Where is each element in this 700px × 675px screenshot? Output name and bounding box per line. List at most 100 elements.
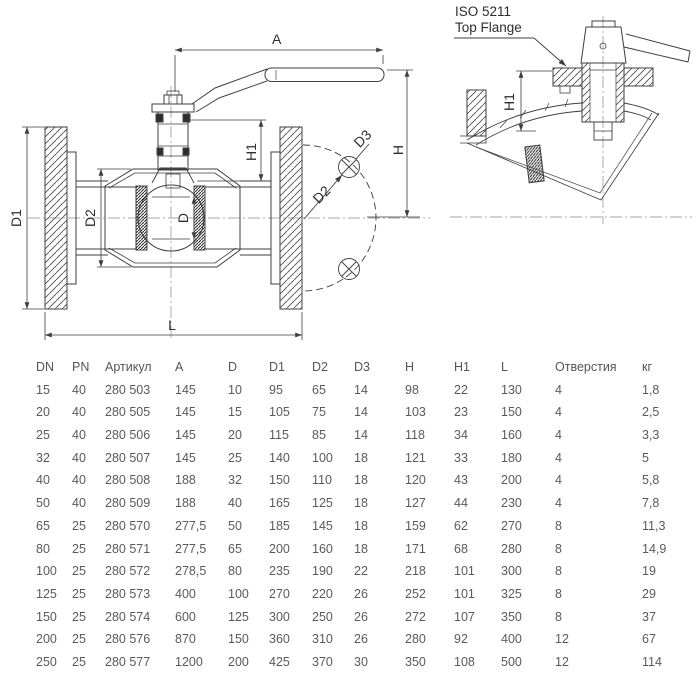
- table-cell: 145: [175, 428, 196, 443]
- table-cell: 200: [501, 473, 522, 488]
- table-cell: 50: [36, 496, 50, 511]
- table-cell: 40: [72, 382, 86, 397]
- table-cell: 200: [36, 632, 57, 647]
- table-cell: 80: [228, 564, 242, 579]
- table-cell: 120: [405, 473, 426, 488]
- left-flange: [44, 126, 77, 310]
- table-cell: 11,3: [642, 518, 666, 533]
- table-cell: 280 570: [105, 518, 151, 533]
- table-cell: 280 506: [105, 428, 151, 443]
- dim-l: [44, 312, 303, 340]
- table-cell: 145: [175, 382, 196, 397]
- table-cell: 18: [354, 518, 368, 533]
- table-cell: 1,8: [642, 382, 660, 397]
- detail-body-dome: [466, 98, 660, 146]
- centerlines: [28, 16, 692, 341]
- table-cell: 127: [405, 496, 426, 511]
- table-cell: 43: [454, 473, 468, 488]
- table-cell: 280 576: [105, 632, 151, 647]
- table-cell: 18: [354, 496, 368, 511]
- table-cell: 25: [36, 428, 50, 443]
- column-header-0: DN: [36, 360, 55, 374]
- table-cell: 171: [405, 541, 426, 556]
- table-cell: 15: [228, 405, 242, 420]
- table-cell: 65: [36, 518, 50, 533]
- table-cell: 40: [228, 496, 242, 511]
- dim-a: [174, 47, 384, 92]
- table-cell: 37: [642, 609, 656, 624]
- table-cell: 25: [72, 632, 86, 647]
- dim-label-l: L: [168, 317, 176, 333]
- table-cell: 8: [555, 541, 562, 556]
- dim-label-d2-bolt-circle: D2: [309, 182, 333, 206]
- table-cell: 18: [354, 473, 368, 488]
- table-cell: 200: [269, 541, 290, 556]
- table-cell: 29: [642, 586, 656, 601]
- detail-dim-h1: [516, 70, 552, 132]
- table-cell: 5: [642, 450, 649, 465]
- table-cell: 14: [354, 382, 368, 397]
- table-cell: 159: [405, 518, 426, 533]
- table-cell: 4: [555, 428, 562, 443]
- table-cell: 280 507: [105, 450, 151, 465]
- table-cell: 85: [312, 428, 326, 443]
- table-cell: 19: [642, 564, 656, 579]
- dim-d2-body: [97, 168, 131, 268]
- table-cell: 25: [72, 586, 86, 601]
- column-header-2: Артикул: [105, 360, 152, 374]
- table-cell: 95: [269, 382, 283, 397]
- table-cell: 272: [405, 609, 426, 624]
- table-cell: 8: [555, 609, 562, 624]
- table-cell: 125: [228, 609, 249, 624]
- table-cell: 4: [555, 473, 562, 488]
- table-cell: 1200: [175, 654, 203, 669]
- table-cell: 107: [454, 609, 475, 624]
- table-cell: 350: [405, 654, 426, 669]
- table-cell: 280 572: [105, 564, 151, 579]
- table-cell: 101: [454, 564, 475, 579]
- table-cell: 3,3: [642, 428, 660, 443]
- table-cell: 62: [454, 518, 468, 533]
- table-cell: 44: [454, 496, 468, 511]
- table-cell: 40: [72, 450, 86, 465]
- table-cell: 145: [175, 450, 196, 465]
- table-cell: 200: [228, 654, 249, 669]
- table-cell: 20: [228, 428, 242, 443]
- table-cell: 360: [269, 632, 290, 647]
- table-cell: 33: [454, 450, 468, 465]
- bolt-hole-bottom-icon: [338, 258, 360, 280]
- table-cell: 92: [454, 632, 468, 647]
- table-cell: 4: [555, 496, 562, 511]
- table-cell: 22: [354, 564, 368, 579]
- dim-label-d3: D3: [350, 126, 374, 150]
- column-header-10: L: [501, 360, 508, 374]
- dim-h1: [191, 119, 266, 182]
- table-cell: 300: [269, 609, 290, 624]
- table-cell: 500: [501, 654, 522, 669]
- table-cell: 108: [454, 654, 475, 669]
- table-cell: 280: [501, 541, 522, 556]
- table-cell: 180: [501, 450, 522, 465]
- column-header-6: D2: [312, 360, 328, 374]
- table-cell: 67: [642, 632, 656, 647]
- table-cell: 8: [555, 564, 562, 579]
- table-cell: 280 571: [105, 541, 151, 556]
- main-valve-view: [44, 67, 385, 310]
- table-cell: 188: [175, 496, 196, 511]
- table-cell: 10: [228, 382, 242, 397]
- table-cell: 114: [642, 654, 662, 669]
- table-cell: 25: [228, 450, 242, 465]
- table-cell: 425: [269, 654, 290, 669]
- table-cell: 26: [354, 586, 368, 601]
- right-flange: [270, 126, 303, 310]
- dim-label-h1: H1: [243, 143, 259, 161]
- bolt-circle: [302, 143, 377, 292]
- table-cell: 26: [354, 632, 368, 647]
- table-cell: 68: [454, 541, 468, 556]
- table-cell: 235: [269, 564, 290, 579]
